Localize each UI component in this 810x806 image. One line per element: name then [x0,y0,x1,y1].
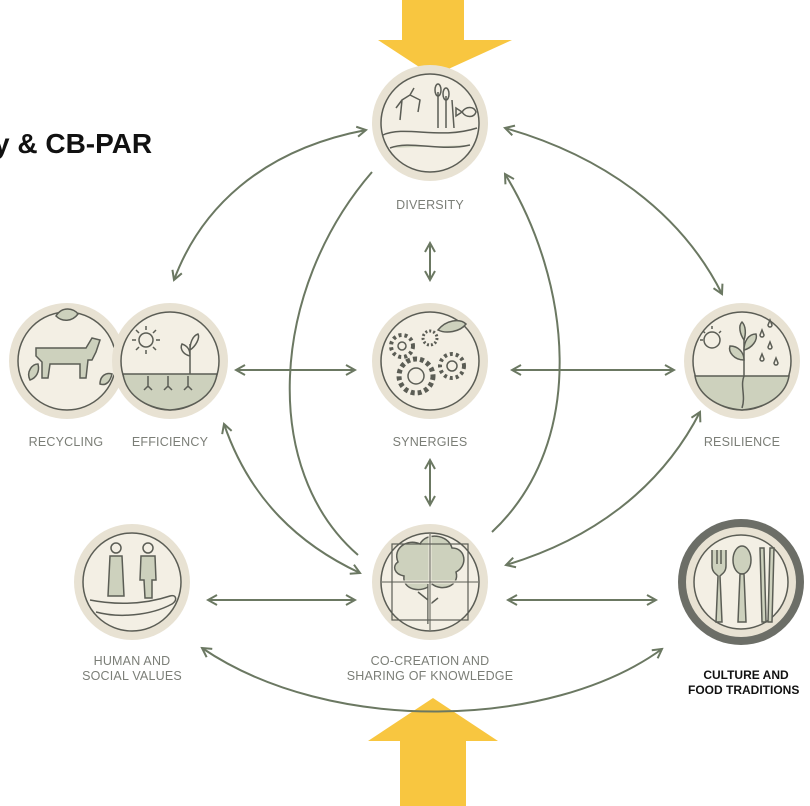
arrow-cocreation-diversity-right [491,174,561,533]
arrow-efficiency-cocreation [224,424,360,573]
label-culture-food: CULTURE AND FOOD TRADITIONS [682,668,810,698]
efficiency-node [112,303,228,419]
label-cocreation-line2: SHARING OF KNOWLEDGE [346,669,514,683]
label-resilience: RESILIENCE [703,435,781,449]
arrow-diversity-cocreation-left [288,171,373,556]
resilience-icon [694,317,790,411]
efficiency-icon [122,326,218,411]
culture-food-node [678,519,804,645]
co-creation-node [372,524,488,640]
label-diversity: DIVERSITY [396,198,464,212]
label-co-creation: CO-CREATION AND SHARING OF KNOWLEDGE [340,654,520,684]
recycling-node [9,303,125,419]
arrow-cocreation-resilience [506,412,700,565]
top-input-arrow [378,0,512,76]
resilience-node [684,303,800,419]
utensils-icon [711,545,775,623]
label-culture-line2: FOOD TRADITIONS [688,683,800,697]
label-cocreation-line1: CO-CREATION AND [370,654,490,668]
label-human-line2: SOCIAL VALUES [82,669,182,683]
label-human-social-values: HUMAN AND SOCIAL VALUES [62,654,202,684]
diversity-node [372,65,488,181]
synergies-node [372,303,488,419]
connection-arrows [174,128,722,713]
label-synergies: SYNERGIES [392,435,468,449]
cow-icon [27,308,113,386]
arrow-diversity-recycling [174,130,366,280]
gears-icon [389,319,467,396]
label-human-line1: HUMAN AND [93,654,171,668]
label-efficiency: EFFICIENCY [131,435,209,449]
tree-window-icon [382,534,478,630]
label-recycling: RECYCLING [28,435,104,449]
label-culture-line1: CULTURE AND [703,668,789,682]
human-social-values-node [74,524,190,640]
arrow-diversity-resilience [505,128,722,294]
page-title: y & CB-PAR [0,128,153,159]
arrow-human-culture [202,648,662,713]
bottom-input-arrow [368,698,498,806]
diversity-icon [382,83,478,149]
people-hand-icon [89,542,177,617]
